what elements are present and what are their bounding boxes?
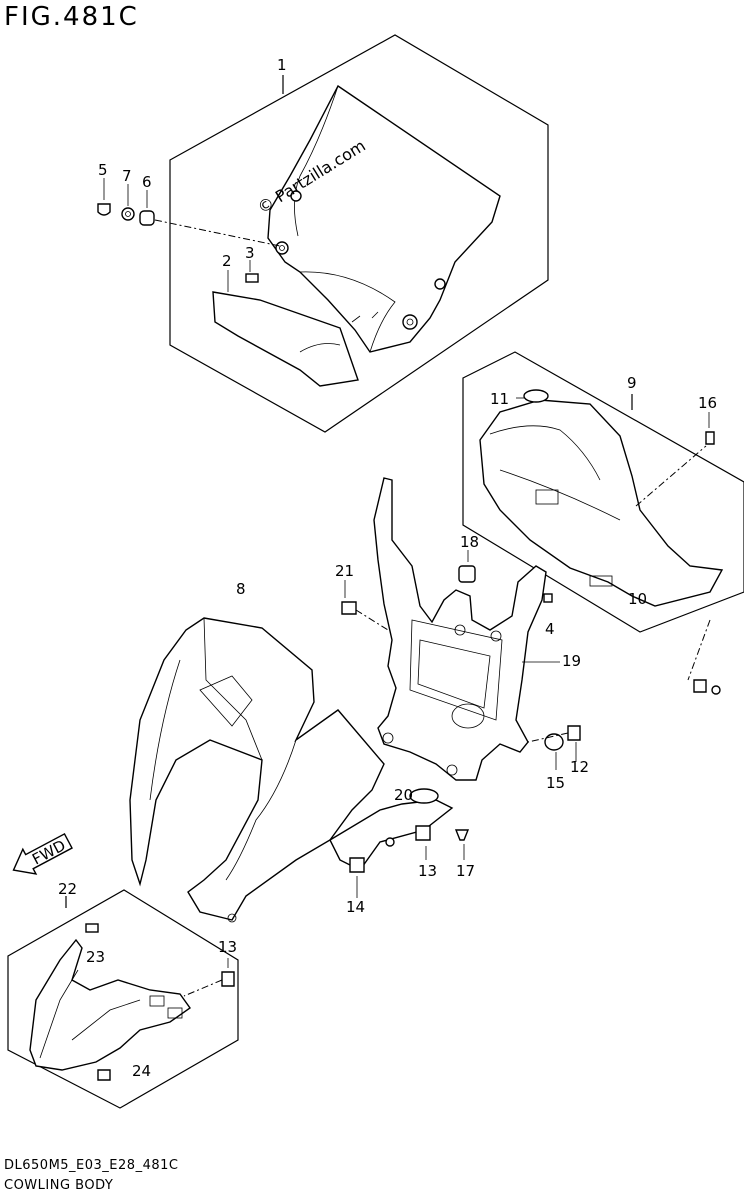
callout-8: 8	[236, 580, 246, 598]
callout-10: 10	[628, 590, 647, 608]
bracket-frame-group	[341, 477, 581, 781]
callout-11: 11	[490, 390, 509, 408]
windscreen-part	[267, 84, 501, 353]
bracket-frame-part	[373, 477, 547, 781]
bolt-part	[567, 725, 581, 741]
callout-9: 9	[627, 374, 637, 392]
callout-19: 19	[562, 652, 581, 670]
front-beak-part	[29, 938, 191, 1071]
callout-4: 4	[545, 620, 555, 638]
callout-23: 23	[86, 948, 105, 966]
clip-nut-part	[349, 857, 365, 873]
callout-15: 15	[546, 774, 565, 792]
callout-7: 7	[122, 167, 132, 185]
callout-6: 6	[142, 173, 152, 191]
clip-nut-part	[97, 1069, 111, 1081]
clip-nut-part	[221, 971, 235, 987]
bolt-part	[341, 601, 357, 615]
fwd-label: FWD	[29, 836, 68, 868]
meter-panel-group	[462, 351, 744, 695]
callout-14: 14	[346, 898, 365, 916]
lower-trim-part	[212, 291, 359, 387]
callout-5: 5	[98, 161, 108, 179]
callout-12: 12	[570, 758, 589, 776]
cowling-body-group	[129, 617, 470, 923]
screw-part	[454, 829, 470, 841]
callout-3: 3	[245, 244, 255, 262]
callout-20: 20	[394, 786, 413, 804]
footer-section-name: COWLING BODY	[4, 1178, 114, 1193]
callout-18: 18	[460, 533, 479, 551]
callout-16: 16	[698, 394, 717, 412]
grommet-part	[523, 389, 549, 403]
label-sticker-part	[85, 923, 99, 933]
grommet-part	[544, 733, 564, 751]
callout-labels: 1 2 3 4 5 6 7 8 9 10 11 12 13 13 14 15 1…	[58, 56, 717, 1080]
callout-21: 21	[335, 562, 354, 580]
front-beak-group	[7, 889, 239, 1109]
fwd-arrow-icon: FWD	[12, 832, 73, 875]
figure-title: FIG.481C	[4, 2, 139, 32]
cowling-body-part	[129, 617, 385, 921]
screw-part	[705, 431, 715, 445]
callout-22: 22	[58, 880, 77, 898]
meter-panel-part	[479, 399, 724, 607]
washer-part	[121, 207, 135, 221]
callout-24: 24	[132, 1062, 151, 1080]
label-sticker-part	[245, 273, 259, 283]
windscreen-group	[97, 34, 549, 433]
callout-2: 2	[222, 252, 232, 270]
screw-part	[97, 203, 111, 216]
footer-model-code: DL650M5_E03_E28_481C	[4, 1158, 179, 1173]
grommet-part	[139, 210, 155, 226]
clip-nut-part	[415, 825, 431, 841]
callout-13: 13	[418, 862, 437, 880]
callout-17: 17	[456, 862, 475, 880]
cushion-part	[458, 565, 476, 583]
grommet-part	[409, 788, 439, 804]
callout-13b: 13	[218, 938, 237, 956]
callout-1: 1	[277, 56, 287, 74]
